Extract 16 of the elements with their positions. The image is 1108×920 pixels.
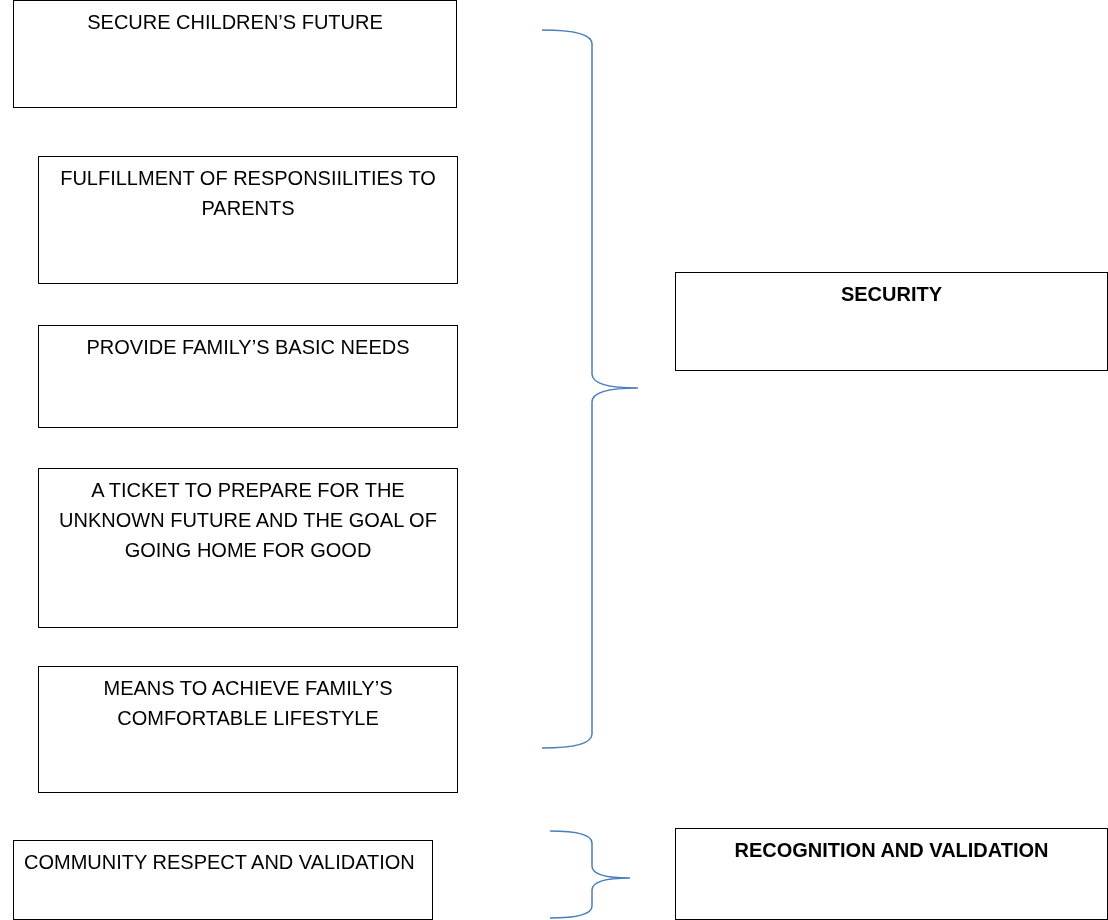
reason-box bbox=[13, 840, 433, 920]
reason-box bbox=[13, 0, 457, 108]
reason-box bbox=[38, 325, 458, 428]
reason-box bbox=[38, 156, 458, 284]
category-label: RECOGNITION AND VALIDATION bbox=[733, 838, 1050, 863]
reason-text: MEANS TO ACHIEVE FAMILY’S COMFORTABLE LIFESTYLE bbox=[102, 676, 394, 731]
reason-text: SECURE CHILDREN’S FUTURE bbox=[86, 10, 384, 35]
reason-box bbox=[38, 666, 458, 793]
category-box bbox=[675, 828, 1108, 920]
category-box bbox=[675, 272, 1108, 371]
reason-text: PROVIDE FAMILY’S BASIC NEEDS bbox=[85, 335, 411, 360]
category-label: SECURITY bbox=[839, 282, 944, 307]
reason-text: FULFILLMENT OF RESPONSIILITIES TO PARENTS bbox=[59, 166, 437, 221]
reason-text: A TICKET TO PREPARE FOR THE UNKNOWN FUTURE AND THE GOAL OF GOING HOME FOR GOOD bbox=[58, 478, 438, 563]
reason-box bbox=[38, 468, 458, 628]
reason-text: COMMUNITY RESPECT AND VALIDATION bbox=[24, 850, 416, 875]
